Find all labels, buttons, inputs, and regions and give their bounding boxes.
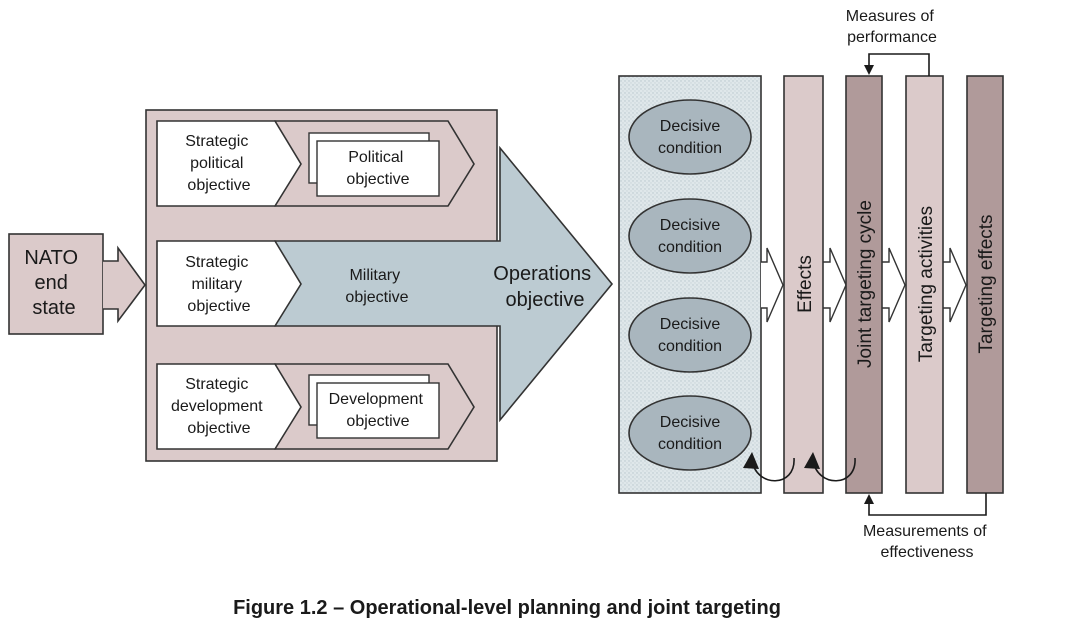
- joint-targeting-cycle-column: Joint targeting cycle: [845, 75, 883, 494]
- arrow-to-joint-targeting: [823, 247, 847, 323]
- arrow-to-effects: [761, 247, 784, 323]
- strategic-military-label: Strategic military objective: [185, 254, 253, 315]
- loop-arrow-left-head: [743, 452, 759, 469]
- arrow-to-targeting-activities: [882, 247, 906, 323]
- political-objective-label: Political objective: [346, 149, 409, 188]
- svg-text:Joint targeting cycle: Joint targeting cycle: [855, 200, 876, 368]
- political-row: Strategic political objective Political …: [156, 120, 475, 207]
- development-row: Strategic development objective Developm…: [156, 363, 475, 450]
- measurements-of-effectiveness-arrow: [864, 493, 987, 516]
- strategic-development-objective: [156, 363, 302, 450]
- figure-caption: Figure 1.2 – Operational-level planning …: [233, 597, 781, 619]
- effects-column: Effects: [783, 75, 824, 494]
- measurements-of-effectiveness-label: Measurements of effectiveness: [863, 523, 991, 561]
- political-objective-box: [316, 140, 440, 197]
- loop-arrow-right-head: [804, 452, 820, 469]
- development-objective-label: Development objective: [329, 391, 428, 430]
- military-objective-label: Military objective: [345, 267, 408, 306]
- strategic-political-label: Strategic political objective: [185, 133, 253, 194]
- strategic-development-label: Strategic development objective: [171, 376, 267, 437]
- operations-objective-arrow: [274, 145, 614, 423]
- svg-text:Effects: Effects: [795, 255, 816, 313]
- development-objective-box: [316, 382, 440, 439]
- measures-of-performance-arrow: [864, 53, 930, 76]
- operations-objective-label: Operations objective: [493, 263, 596, 311]
- military-row: Strategic military objective Military ob…: [156, 240, 409, 327]
- strategic-political-objective: [156, 120, 302, 207]
- nato-end-state: NATO end state: [8, 233, 146, 335]
- strategic-military-objective: [156, 240, 302, 327]
- nato-end-state-label: NATO end state: [24, 247, 83, 319]
- svg-text:Targeting activities: Targeting activities: [916, 206, 937, 362]
- targeting-activities-column: Targeting activities: [905, 75, 944, 494]
- measures-of-performance-label: Measures of performance: [846, 8, 939, 46]
- arrow-to-targeting-effects: [943, 247, 967, 323]
- targeting-effects-column: Targeting effects: [966, 75, 1004, 494]
- svg-text:Targeting effects: Targeting effects: [976, 214, 997, 353]
